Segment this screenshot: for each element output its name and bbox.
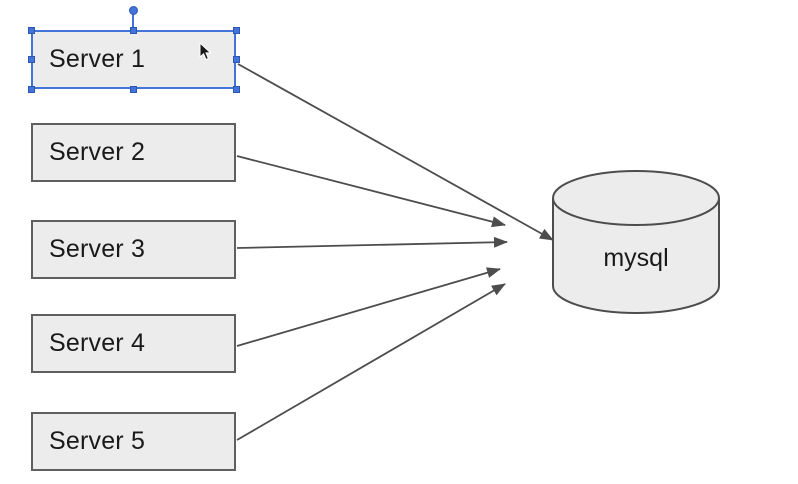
- server-2-node[interactable]: Server 2: [31, 123, 236, 182]
- mysql-label: mysql: [603, 243, 669, 272]
- selection-handle-s[interactable]: [130, 86, 137, 93]
- connector-server4-mysql[interactable]: [236, 267, 501, 347]
- selection-handle-w[interactable]: [28, 56, 35, 63]
- server-2-label: Server 2: [49, 138, 146, 166]
- selection-handle-nw[interactable]: [28, 27, 35, 34]
- connector-server3-mysql[interactable]: [236, 236, 508, 249]
- connector-server2-mysql[interactable]: [236, 155, 506, 228]
- selection-handle-sw[interactable]: [28, 86, 35, 93]
- server-4-node[interactable]: Server 4: [31, 314, 236, 373]
- mysql-cylinder-shape[interactable]: [552, 170, 720, 314]
- rotation-handle[interactable]: [129, 6, 138, 15]
- selection-handle-ne[interactable]: [233, 27, 240, 34]
- server-4-label: Server 4: [49, 329, 146, 357]
- connector-server5-mysql[interactable]: [236, 283, 506, 441]
- server-3-label: Server 3: [49, 235, 146, 263]
- rotation-handle-stem: [132, 13, 134, 30]
- server-5-label: Server 5: [49, 427, 146, 455]
- selection-handle-n[interactable]: [130, 27, 137, 34]
- server-3-node[interactable]: Server 3: [31, 220, 236, 279]
- selection-handle-e[interactable]: [233, 56, 240, 63]
- connector-server1-mysql[interactable]: [237, 63, 554, 241]
- server-5-node[interactable]: Server 5: [31, 412, 236, 471]
- server-1-label: Server 1: [49, 45, 146, 73]
- selection-handle-se[interactable]: [233, 86, 240, 93]
- server-1-node[interactable]: Server 1: [31, 30, 236, 89]
